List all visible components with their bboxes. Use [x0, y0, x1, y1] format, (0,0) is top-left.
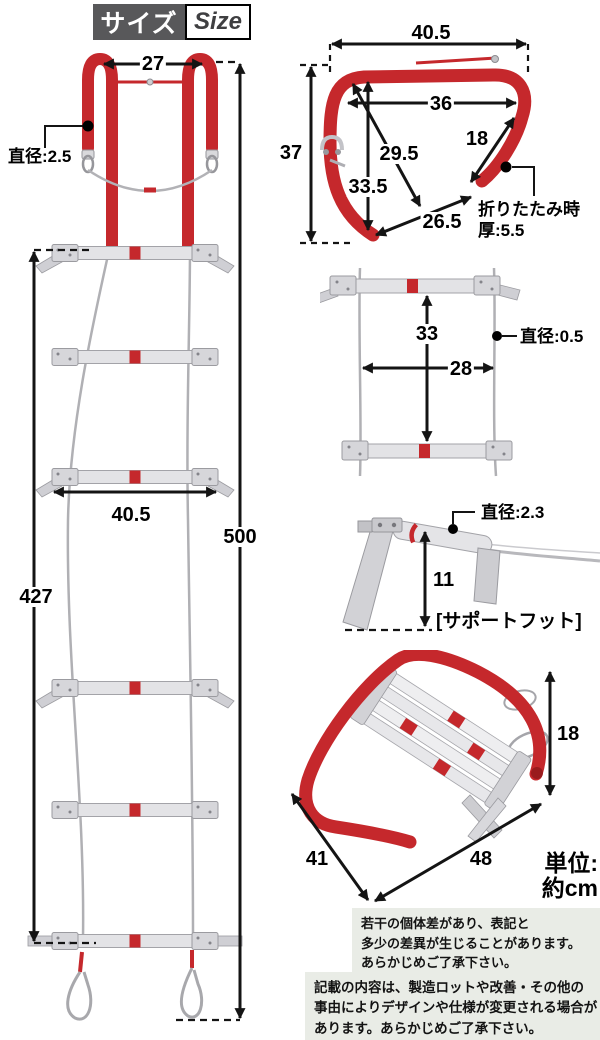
u-bolt: [320, 134, 344, 151]
rung-5: [51, 801, 219, 819]
folded-note-line1: 折りたたみ時: [478, 200, 580, 219]
dim-28-label: 28: [447, 358, 475, 380]
disclaimer-note-2: 記載の内容は、製造ロットや改善・その他の 事由によりデザインや仕様が変更される場…: [305, 972, 600, 1040]
dim-18-side-label: 18: [465, 128, 489, 150]
strap: [473, 547, 501, 605]
left-cable: [66, 245, 112, 939]
left-hook: [82, 52, 118, 252]
rung-detail-diagram: [320, 267, 521, 477]
right-cable-loop: [179, 967, 204, 1019]
rung-6: [28, 933, 242, 950]
dim-11-label: 11: [433, 569, 455, 591]
rung-2: [51, 348, 219, 366]
dim-37-label: 37: [279, 142, 303, 164]
diameter23-callout: [452, 511, 475, 524]
ladder-front-diagram: [0, 52, 246, 1022]
rung-4: [36, 680, 234, 709]
dim-48-label: 48: [469, 848, 493, 870]
disclaimer-note-1: 若干の個体差があり、表記と 多少の差異が生じることがあります。 あらかじめご了承…: [352, 908, 600, 979]
cable-diameter-label: 直径:0.5: [520, 327, 584, 346]
hook-latch: [415, 56, 497, 65]
note2-line2: 事由によりデザインや仕様が変更される場合が: [314, 1000, 598, 1016]
unit-line1: 単位:: [544, 850, 598, 876]
dim-405-front-label: 40.5: [109, 504, 153, 526]
note1-line3: あらかじめご了承下さい。: [361, 955, 518, 970]
dim-500-label: 500: [221, 526, 259, 548]
dim-405-side-label: 40.5: [411, 22, 451, 44]
note2-line3: あります。あらかじめご了承下さい。: [314, 1020, 543, 1036]
dim-265-label: 26.5: [420, 211, 464, 233]
crossbar-joint: [146, 78, 154, 86]
support-foot-diagram: [342, 511, 600, 632]
dim-427-label: 427: [17, 586, 55, 608]
dim-335-label: 33.5: [346, 176, 390, 198]
note1-line2: 多少の差異が生じることがあります。: [361, 935, 581, 951]
cable: [487, 548, 600, 563]
unit-note: 単位: 約cm: [518, 851, 598, 901]
thickness-callout: [512, 166, 535, 196]
unit-line2: 約cm: [541, 874, 598, 901]
foot-plate: [342, 526, 395, 631]
hinge: [371, 517, 403, 533]
folded-ladder-diagram: [290, 650, 556, 903]
right-cable: [186, 245, 195, 939]
left-cable-loop: [66, 971, 93, 1021]
dim-36-label: 36: [427, 93, 455, 115]
header-title-en: Size: [185, 4, 251, 40]
note2-line1: 記載の内容は、製造ロットや改善・その他の: [314, 980, 584, 995]
dim-27-label: 27: [139, 53, 167, 75]
note1-line1: 若干の個体差があり、表記と: [361, 916, 530, 931]
hook-tube: [323, 68, 532, 242]
dim-295-label: 29.5: [377, 143, 421, 165]
dim-18-arrow: [469, 117, 516, 183]
dim-18-fold-label: 18: [557, 723, 580, 745]
dim-41-label: 41: [305, 848, 329, 870]
dim-33-label: 33: [413, 323, 441, 345]
tube-diameter-label: 直径:2.3: [481, 503, 545, 522]
support-foot-caption: [サポートフット]: [436, 611, 582, 632]
diameter25-callout: [44, 125, 83, 148]
dim-41-arrow: [290, 793, 370, 901]
folded-note-line2: 厚:5.5: [478, 221, 525, 240]
header-title-jp: サイズ: [93, 4, 185, 40]
hook-diameter-label: 直径:2.5: [8, 147, 72, 166]
rung-1: [36, 245, 234, 274]
dim-48-arrow: [374, 802, 542, 903]
